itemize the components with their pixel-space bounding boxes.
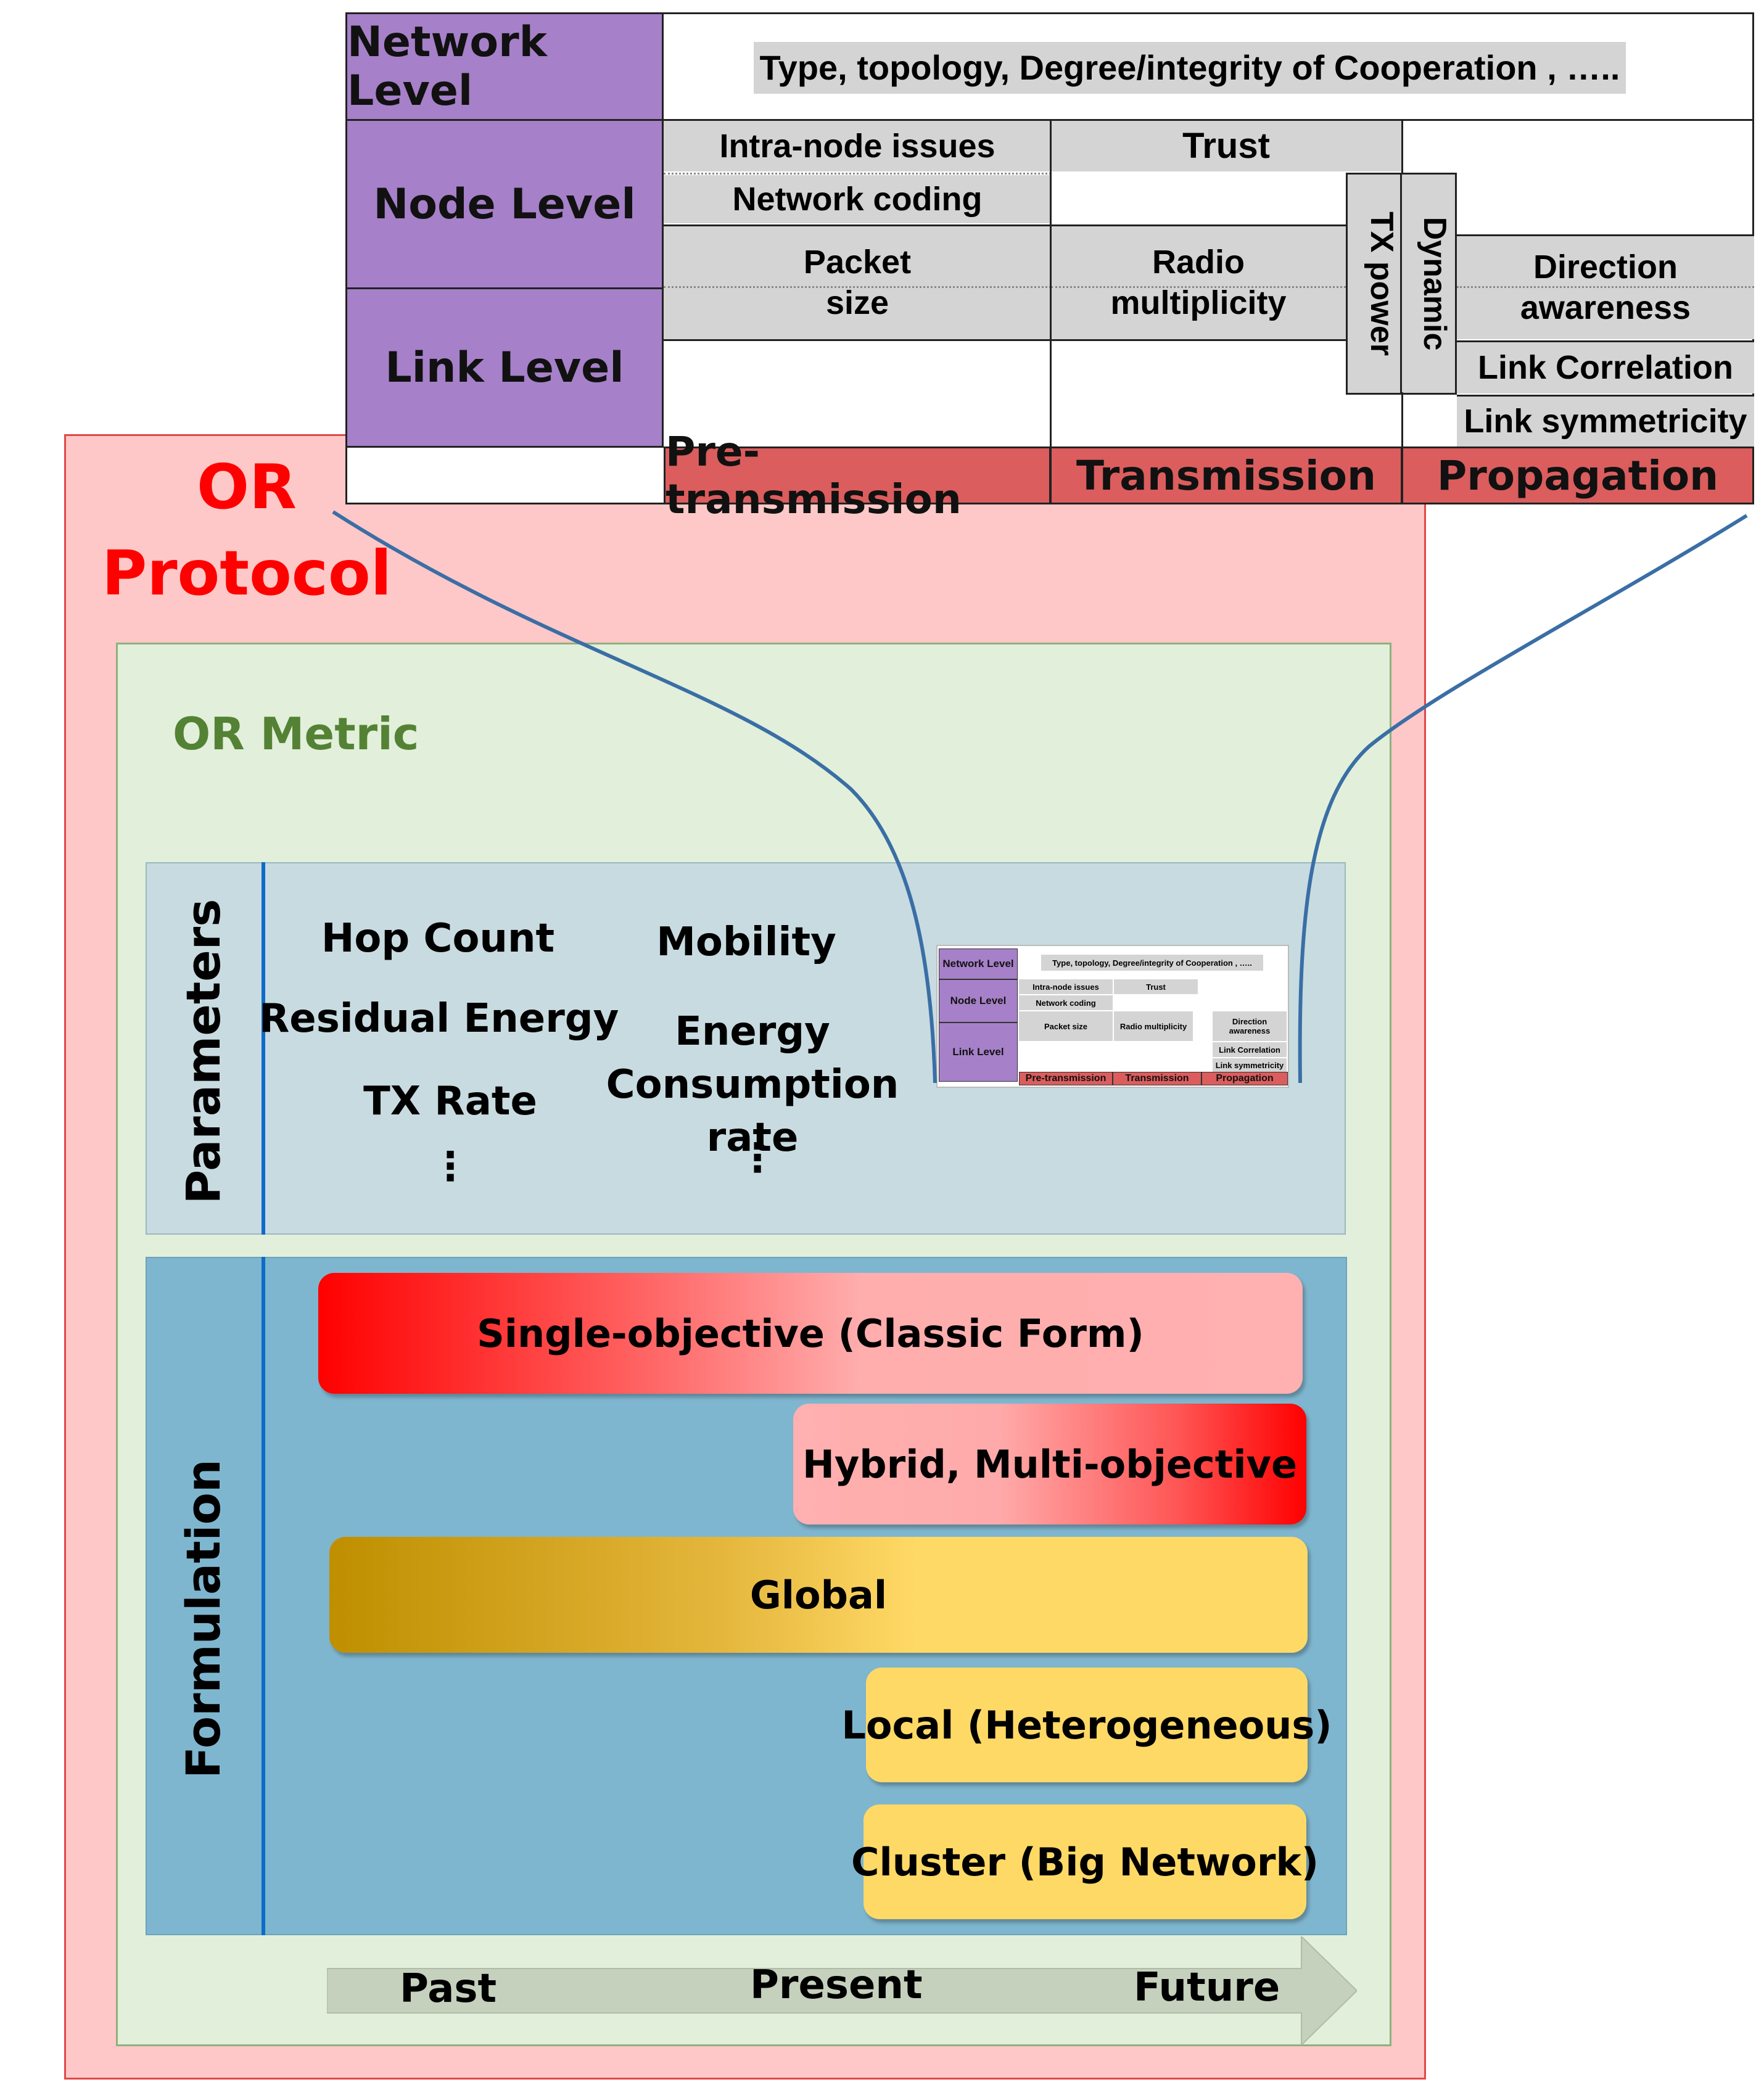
timeline-future: Future (1134, 1965, 1280, 2010)
transmission-stage: Transmission (1050, 446, 1403, 504)
thumb-transmission: Transmission (1113, 1072, 1201, 1085)
param-residual-energy: Residual Energy (259, 996, 619, 1042)
formulation-label: Formulation (176, 1459, 231, 1779)
link-row-top-right (1457, 234, 1754, 236)
thumb-link-symmetricity: Link symmetricity (1213, 1058, 1287, 1072)
thumb-packet-size: Packet size (1019, 1011, 1113, 1041)
column-separator-2-top (1401, 119, 1403, 175)
or-metric-title: OR Metric (173, 708, 419, 760)
thumb-intra-node: Intra-node issues (1019, 979, 1113, 994)
thumb-network-coding: Network coding (1019, 995, 1113, 1010)
thumb-propagation: Propagation (1201, 1072, 1288, 1085)
intra-node-issues-cell: Intra-node issues (664, 121, 1051, 171)
radio-multiplicity-cell: Radio multiplicity (1051, 226, 1346, 339)
local-heterogeneous-bar: Local (Heterogeneous) (841, 1668, 1332, 1782)
param-ellipsis-left: ⋮ (431, 1144, 470, 1190)
row-separator-network (664, 119, 1754, 121)
thumb-network-level: Network Level (939, 948, 1018, 979)
thumb-network-row: Type, topology, Degree/integrity of Coop… (1041, 955, 1263, 971)
cluster-big-network-bar: Cluster (Big Network) (851, 1804, 1319, 1919)
parameters-label: Parameters (176, 899, 231, 1204)
param-mobility: Mobility (656, 920, 836, 965)
thumb-trust: Trust (1114, 979, 1198, 994)
link-dotted-separator-left (664, 286, 1051, 288)
link-dotted-separator-right (1457, 286, 1754, 288)
timeline-arrow (327, 1936, 1357, 2045)
formulation-divider (262, 1257, 265, 1935)
timeline-past: Past (400, 1966, 497, 2012)
network-row-cell: Type, topology, Degree/integrity of Coop… (754, 42, 1626, 94)
parameters-divider (262, 862, 265, 1235)
network-level-cell: Network Level (345, 12, 664, 121)
dynamic-label: Dynamic (1417, 216, 1453, 351)
link-symmetricity-top (1457, 395, 1754, 397)
link-row-bottom (664, 339, 1346, 341)
vertical-cell-divider (1400, 173, 1402, 395)
thumb-direction-awareness: Direction awareness (1213, 1011, 1287, 1041)
link-dotted-separator-mid (1051, 286, 1346, 288)
column-separator-1 (1050, 119, 1052, 504)
pre-transmission-stage: Pre-transmission (664, 428, 1051, 523)
global-bar: Global (329, 1537, 1308, 1653)
param-tx-rate: TX Rate (363, 1079, 537, 1124)
link-symmetricity-cell: Link symmetricity (1457, 396, 1754, 446)
trust-cell: Trust (1051, 121, 1401, 171)
link-correlation-top (1457, 340, 1754, 342)
thumb-radio-multiplicity: Radio multiplicity (1114, 1011, 1193, 1041)
timeline-present: Present (750, 1962, 923, 2008)
thumb-link-level: Link Level (939, 1022, 1018, 1082)
link-correlation-cell: Link Correlation (1457, 342, 1754, 393)
thumb-link-correlation: Link Correlation (1213, 1042, 1287, 1057)
single-objective-bar: Single-objective (Classic Form) (318, 1273, 1303, 1394)
node-dotted-separator (664, 173, 1051, 175)
hybrid-multi-objective-bar: Hybrid, Multi-objective (793, 1404, 1306, 1524)
param-ellipsis-right: ⋮ (738, 1135, 777, 1181)
node-level-cell: Node Level (345, 119, 664, 289)
param-hop-count: Hop Count (321, 916, 555, 961)
detail-table-thumbnail: Network Level Node Level Link Level Type… (936, 945, 1289, 1088)
network-coding-cell: Network coding (664, 175, 1051, 223)
tx-power-label: TX power (1364, 211, 1399, 356)
packet-size-cell: Packet size (664, 226, 1051, 339)
propagation-stage: Propagation (1401, 446, 1754, 504)
link-row-top (664, 224, 1346, 226)
thumb-pre-transmission: Pre-transmission (1019, 1072, 1113, 1085)
thumb-node-level: Node Level (939, 979, 1018, 1022)
link-level-cell: Link Level (345, 287, 664, 448)
